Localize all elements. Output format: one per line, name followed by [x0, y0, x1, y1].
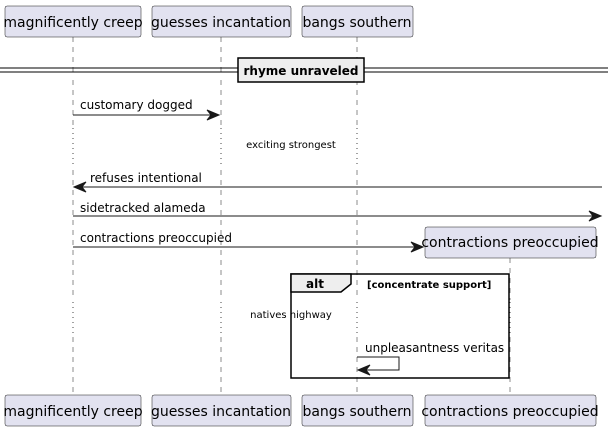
participant-contractions-preoccupied-created[interactable]: contractions preoccupied	[421, 226, 599, 259]
message-label: refuses intentional	[90, 171, 202, 185]
alt-frame	[290, 273, 510, 379]
participant-label: bangs southern	[302, 15, 411, 31]
divider-label: rhyme unraveled	[243, 64, 358, 78]
participant-label: bangs southern	[302, 404, 411, 420]
participant-bangs-southern-footer[interactable]: bangs southern	[301, 394, 414, 427]
participant-magnificently-creep-footer[interactable]: magnificently creep	[3, 394, 143, 427]
message-refuses-intentional: refuses intentional	[72, 171, 602, 193]
divider-box	[237, 57, 365, 83]
message-sidetracked-alameda: sidetracked alameda	[73, 201, 603, 222]
participant-contractions-preoccupied-footer[interactable]: contractions preoccupied	[421, 394, 599, 427]
participants-top: magnificently creep guesses incantation …	[3, 5, 599, 259]
message-label: customary dogged	[80, 98, 193, 112]
alt-guard: [concentrate support]	[367, 280, 491, 291]
participant-guesses-incantation-footer[interactable]: guesses incantation	[151, 394, 292, 427]
lifelines	[72, 37, 511, 395]
divider: rhyme unraveled	[0, 57, 608, 83]
participant-label: guesses incantation	[151, 404, 291, 420]
participant-bangs-southern[interactable]: bangs southern	[301, 5, 414, 38]
delay-label-2: natives highway	[250, 310, 332, 321]
participant-label: guesses incantation	[151, 15, 291, 31]
participant-label: contractions preoccupied	[421, 404, 598, 420]
alt-keyword: alt	[306, 277, 324, 291]
message-customary-dogged: customary dogged	[73, 98, 221, 121]
message-label: contractions preoccupied	[80, 231, 232, 245]
participant-label: contractions preoccupied	[421, 235, 598, 251]
message-contractions-preoccupied: contractions preoccupied	[73, 231, 425, 253]
participant-label: magnificently creep	[3, 15, 142, 31]
participants-bottom: magnificently creep guesses incantation …	[3, 394, 599, 427]
message-unpleasantness-veritas: unpleasantness veritas	[356, 341, 504, 376]
message-label: unpleasantness veritas	[365, 341, 504, 355]
delay-label-1: exciting strongest	[246, 140, 336, 151]
participant-label: magnificently creep	[3, 404, 142, 420]
message-label: sidetracked alameda	[80, 201, 206, 215]
participant-guesses-incantation[interactable]: guesses incantation	[151, 5, 292, 38]
alt-fragment: alt [concentrate support]	[290, 273, 510, 379]
participant-magnificently-creep[interactable]: magnificently creep	[3, 5, 143, 38]
alt-tab	[290, 273, 352, 293]
